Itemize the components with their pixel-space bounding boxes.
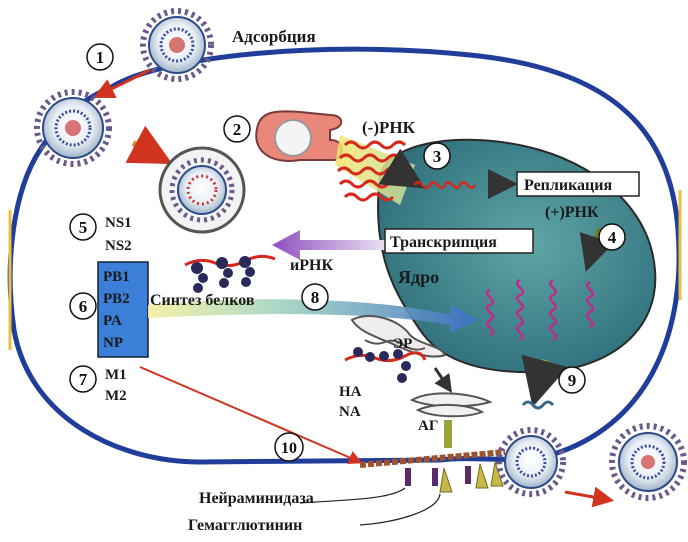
label-pb2: PB2 <box>103 291 130 307</box>
step-7-marker <box>69 365 97 393</box>
label-na: NA <box>339 404 361 420</box>
step-7-number: 7 <box>79 370 88 389</box>
label-replication: Репликация <box>524 177 612 194</box>
step-4-marker <box>598 223 626 251</box>
hemagglutinin-pointer <box>359 493 441 526</box>
label-ns1: NS1 <box>105 215 132 231</box>
step-8-number: 8 <box>311 288 320 307</box>
budding-membrane <box>359 449 506 493</box>
adsorption-arrow <box>93 68 151 99</box>
step-6-number: 6 <box>79 297 88 316</box>
label-protein-synthesis: Синтез белков <box>150 292 255 309</box>
release-arrow <box>564 486 615 508</box>
label-ha: HA <box>339 384 362 400</box>
mrna-ribosomes <box>184 254 276 293</box>
step-8-marker <box>301 283 329 311</box>
plus-rna-arrow <box>579 227 615 272</box>
endosome-virus <box>158 146 246 234</box>
step-1-marker <box>86 43 114 71</box>
replication-box <box>516 171 640 197</box>
label-np: NP <box>103 335 123 351</box>
step-5-number: 5 <box>79 218 88 237</box>
label-hemagglutinin: Гемагглютинин <box>188 517 302 534</box>
label-er: ЭР <box>393 336 412 352</box>
export-arrow <box>521 354 568 408</box>
virus-adsorbing <box>140 8 214 82</box>
step-5-marker <box>69 213 97 241</box>
step-markers <box>69 43 626 462</box>
label-nucleus: Ядро <box>398 267 439 287</box>
transcription-box <box>384 228 534 254</box>
label-m1: M1 <box>105 367 127 383</box>
endoplasmic-reticulum <box>344 315 447 383</box>
label-golgi: АГ <box>418 418 438 434</box>
label-pa: PA <box>103 313 122 329</box>
label-pb1: PB1 <box>103 269 130 285</box>
progeny-rna-coils <box>485 278 595 342</box>
step-4-number: 4 <box>608 228 617 247</box>
step-6-marker <box>69 292 97 320</box>
label-ns2: NS2 <box>105 238 132 254</box>
step-9-number: 9 <box>568 371 577 390</box>
protein-import-arrow <box>148 299 478 333</box>
virus-at-membrane <box>34 89 112 167</box>
er-to-golgi-arrow <box>433 367 453 393</box>
label-transcription: Транскрипция <box>390 234 497 251</box>
step-2-marker <box>223 115 251 143</box>
neuraminidase-pointer <box>299 487 406 504</box>
label-adsorption: Адсорбция <box>232 27 316 46</box>
transcription-arrow <box>272 230 385 260</box>
released-virus <box>609 423 687 501</box>
nuclear-rna-coil <box>413 180 477 190</box>
step-10-marker <box>274 432 304 462</box>
uncoating-structure <box>255 110 343 162</box>
step-3-number: 3 <box>433 147 442 166</box>
into-nucleus-arrow <box>378 148 426 189</box>
budding-virus <box>496 427 566 497</box>
golgi-apparatus <box>409 392 493 418</box>
step-9-marker <box>558 366 586 394</box>
step-3-marker <box>423 142 451 170</box>
label-m2: M2 <box>105 388 127 404</box>
polymerase-proteins-box <box>97 261 149 358</box>
step-2-number: 2 <box>233 120 242 139</box>
step-10-number: 10 <box>281 440 297 457</box>
matrix-protein-arrow <box>139 366 363 464</box>
exported-rnp <box>521 400 555 410</box>
label-positive-rna: (+)РНК <box>545 204 599 221</box>
label-negative-rna: (-)РНК <box>362 118 416 137</box>
label-neuraminidase: Нейраминидаза <box>199 490 314 507</box>
endocytosis-arrow <box>125 125 173 164</box>
label-mrna: иРНК <box>290 257 333 274</box>
step-1-number: 1 <box>96 48 105 67</box>
